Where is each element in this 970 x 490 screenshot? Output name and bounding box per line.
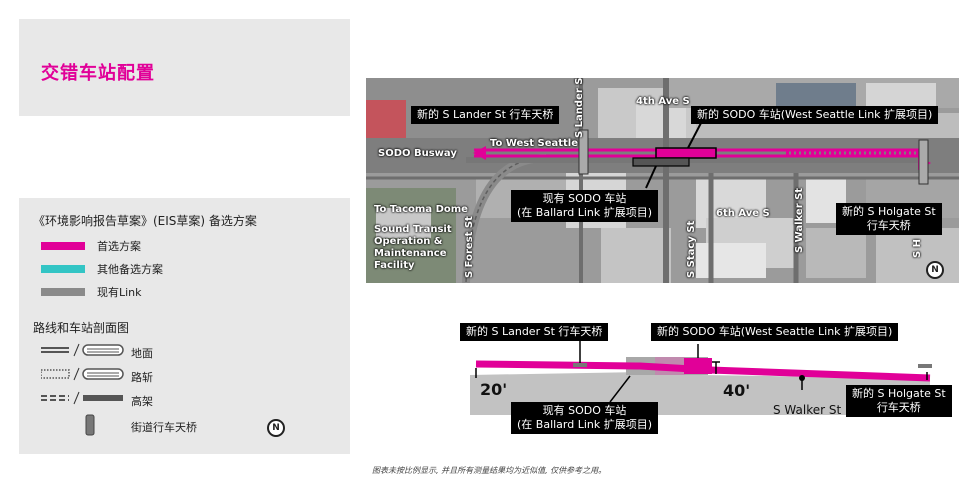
section-label-elevated: 高架 [131, 395, 153, 408]
profile-depth-20: 20' [480, 380, 508, 399]
profile-callout-existing-sodo: 现有 SODO 车站 (在 Ballard Link 扩展项目) [511, 402, 659, 434]
profile-callout-lander: 新的 S Lander St 行车天桥 [460, 323, 609, 341]
page-title: 交错车站配置 [41, 63, 155, 84]
north-arrow-icon: N [267, 419, 285, 437]
elevated-symbol [41, 391, 123, 405]
street-overpass-symbol [85, 414, 95, 436]
legend-swatch-existing [41, 288, 85, 296]
profile-callout-holgate: 新的 S Holgate St 行车天桥 [846, 385, 952, 417]
profile-callout-holgate-line1: 新的 S Holgate St [852, 387, 946, 400]
legend-label-preferred: 首选方案 [97, 240, 141, 253]
label-s-walker-st: S Walker St [794, 187, 805, 253]
legend-panel: 《环境影响报告草案》(EIS草案) 备选方案 首选方案 其他备选方案 现有Lin… [19, 198, 350, 454]
map-callout-existing-sodo-line1: 现有 SODO 车站 [542, 192, 627, 205]
label-6th-ave: 6th Ave S [716, 208, 770, 219]
map-callout-existing-sodo-line2: (在 Ballard Link 扩展项目) [517, 206, 653, 219]
label-to-west-seattle: To West Seattle [490, 138, 579, 149]
legend-heading: 《环境影响报告草案》(EIS草案) 备选方案 [33, 214, 257, 228]
label-sound-transit-line3: Maintenance [374, 248, 447, 259]
map-callout-holgate-line2: 行车天桥 [866, 219, 911, 232]
label-sound-transit-line1: Sound Transit [374, 224, 452, 235]
label-s-lander-st: S Lander St [574, 78, 585, 138]
at-grade-symbol [41, 343, 124, 357]
legend-label-existing: 现有Link [97, 286, 142, 299]
map-callout-lander: 新的 S Lander St 行车天桥 [411, 106, 560, 124]
label-s-holgate: S H [912, 238, 923, 258]
profile-callout-existing-sodo-line2: (在 Ballard Link 扩展项目) [517, 418, 653, 431]
section-label-at-grade: 地面 [131, 347, 153, 360]
map-callout-new-sodo: 新的 SODO 车站(West Seattle Link 扩展项目) [691, 106, 939, 124]
profile-depth-40: 40' [723, 381, 751, 400]
title-panel: 交错车站配置 [19, 19, 350, 116]
legend-swatch-preferred [41, 242, 85, 250]
legend-section-heading: 路线和车站剖面图 [33, 321, 130, 335]
section-label-retained-cut: 路斩 [131, 371, 153, 384]
map-north-arrow-icon: N [926, 261, 944, 279]
label-s-forest-st: S Forest St [464, 216, 475, 278]
label-sound-transit-line4: Facility [374, 260, 415, 271]
profile-callout-existing-sodo-line1: 现有 SODO 车站 [542, 404, 627, 417]
aerial-map: 新的 S Lander St 行车天桥 新的 SODO 车站(West Seat… [366, 78, 959, 283]
profile-callout-new-sodo: 新的 SODO 车站(West Seattle Link 扩展项目) [651, 323, 899, 341]
label-s-stacy-st: S Stacy St [686, 220, 697, 278]
label-sodo-busway: SODO Busway [378, 148, 457, 159]
label-sound-transit-line2: Operation & [374, 236, 443, 247]
profile-callout-holgate-line2: 行车天桥 [876, 401, 921, 414]
legend-label-other: 其他备选方案 [97, 263, 163, 276]
retained-cut-symbol [41, 367, 124, 381]
map-callout-holgate: 新的 S Holgate St 行车天桥 [836, 203, 942, 235]
map-callout-holgate-line1: 新的 S Holgate St [842, 205, 936, 218]
label-sound-transit-omf: Sound Transit Operation & Maintenance Fa… [374, 224, 452, 272]
map-callout-existing-sodo: 现有 SODO 车站 (在 Ballard Link 扩展项目) [511, 190, 659, 222]
legend-swatch-other [41, 265, 85, 273]
profile-label-walker: S Walker St [773, 403, 842, 417]
label-4th-ave: 4th Ave S [636, 96, 690, 107]
footnote: 图表未按比例显示, 并且所有测量结果均为近似值, 仅供参考之用。 [372, 466, 607, 475]
label-to-tacoma: To Tacoma Dome [374, 204, 468, 215]
section-label-overpass: 街道行车天桥 [131, 421, 197, 434]
